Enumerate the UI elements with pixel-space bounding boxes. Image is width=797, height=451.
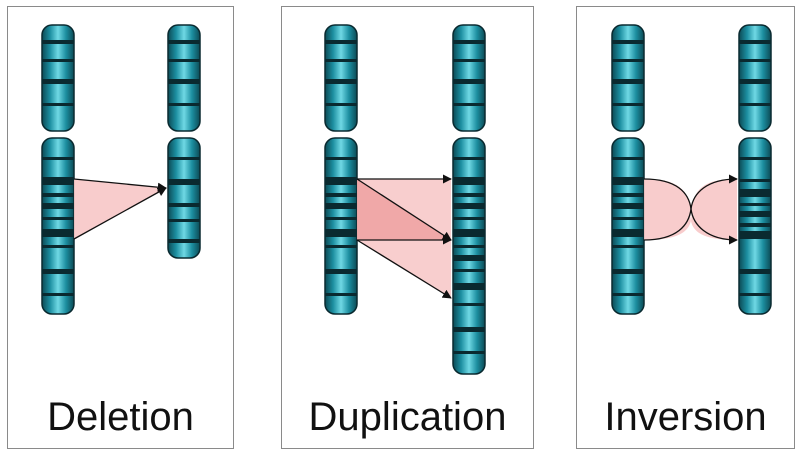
original-chromosome bbox=[41, 24, 75, 315]
inversion-panel: Inversion bbox=[576, 6, 795, 449]
original-chromosome bbox=[324, 24, 358, 315]
duplication-label: Duplication bbox=[308, 395, 507, 439]
deletion-panel: Deletion bbox=[7, 6, 234, 449]
inversion-diagram bbox=[611, 24, 772, 315]
deletion-label: Deletion bbox=[47, 395, 194, 439]
deletion-arrow-top bbox=[73, 178, 167, 192]
original-chromosome bbox=[611, 24, 645, 315]
deletion-arrow-bottom bbox=[73, 187, 167, 240]
deletion-diagram bbox=[41, 24, 201, 315]
duplication-diagram bbox=[324, 24, 486, 375]
deleted-segment-highlight bbox=[74, 179, 166, 239]
duplication-arrow-2 bbox=[356, 178, 452, 241]
inversion-arrow-bottom bbox=[643, 174, 738, 241]
duplication-arrow-4 bbox=[356, 239, 452, 299]
duplicated-chromosome bbox=[452, 24, 486, 375]
deleted-chromosome bbox=[167, 24, 201, 259]
inversion-label: Inversion bbox=[604, 395, 767, 439]
inverted-chromosome bbox=[738, 24, 772, 315]
duplication-panel: Duplication bbox=[281, 6, 534, 449]
